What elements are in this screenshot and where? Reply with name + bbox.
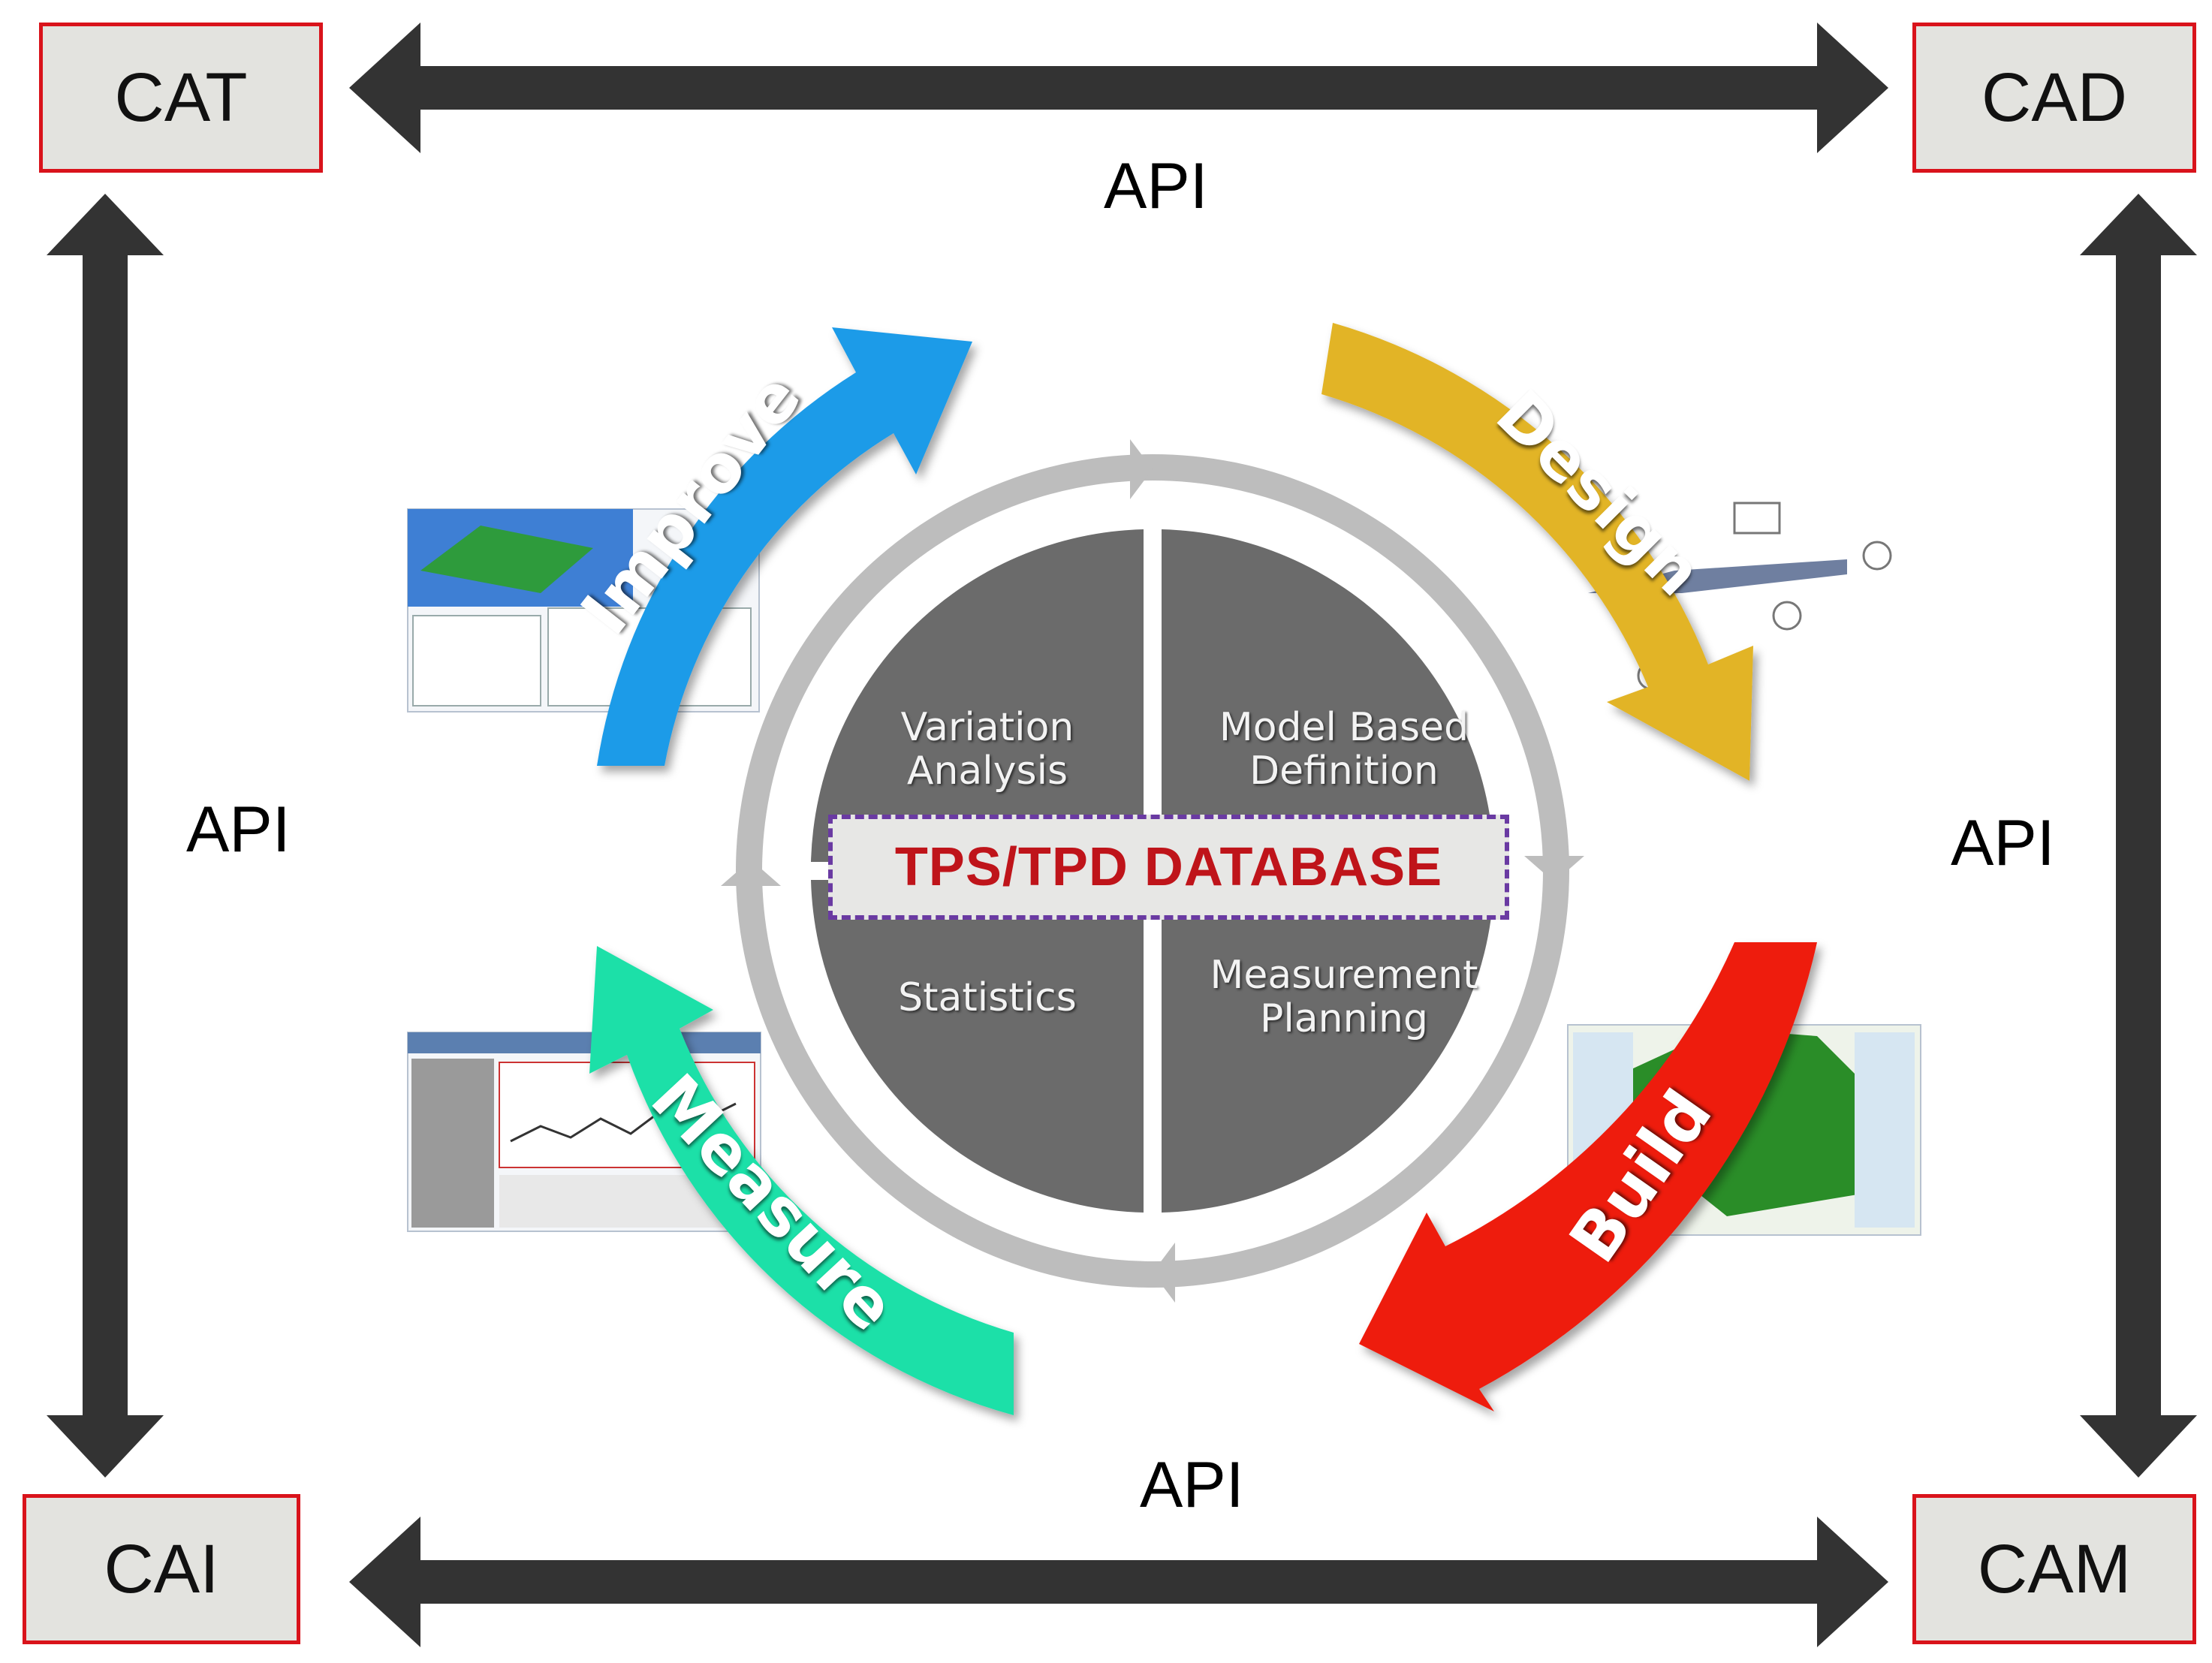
top-connector-arrow [349,23,1888,153]
right-connector-arrow [2080,194,2197,1478]
cad-box: CAD [1912,23,2196,173]
cam-label: CAM [1977,1530,2132,1607]
cam-box: CAM [1912,1494,2196,1644]
statistics-quadrant [811,880,1144,1213]
api-label-right: API [1951,807,2055,879]
ring-arrowhead-right [1524,856,1584,882]
api-label-bottom: API [1140,1449,1244,1521]
cai-label: CAI [104,1530,219,1607]
cad-label: CAD [1981,59,2128,136]
ring-arrowhead-bottom [1153,1243,1175,1303]
ring-arrowhead-top [1130,439,1153,499]
api-label-top: API [1104,150,1208,222]
cat-box: CAT [39,23,323,173]
bottom-connector-arrow [349,1517,1888,1647]
statistics-label: Statistics [898,975,1077,1020]
model-based-definition-label: Model Based Definition [1219,705,1469,794]
design-arrow [1321,323,1753,781]
model-based-definition-quadrant [1162,529,1494,862]
tps-tpd-database-box: TPS/TPD DATABASE [828,815,1509,920]
variation-analysis-label: Variation Analysis [900,705,1074,794]
cai-box: CAI [23,1494,300,1644]
cat-label: CAT [114,59,248,136]
build-arrow [1359,942,1817,1411]
left-connector-arrow [47,194,164,1478]
measurement-planning-label: Measurement Planning [1210,953,1478,1041]
database-label: TPS/TPD DATABASE [894,837,1443,897]
measure-screenshot-thumbnail [407,1032,761,1232]
api-label-left: API [186,794,291,866]
variation-analysis-quadrant [811,529,1144,862]
improve-arrow [597,327,972,766]
measurement-planning-quadrant [1162,880,1494,1213]
ring-arrowhead-left [721,860,781,886]
measure-arrow [589,946,1014,1415]
